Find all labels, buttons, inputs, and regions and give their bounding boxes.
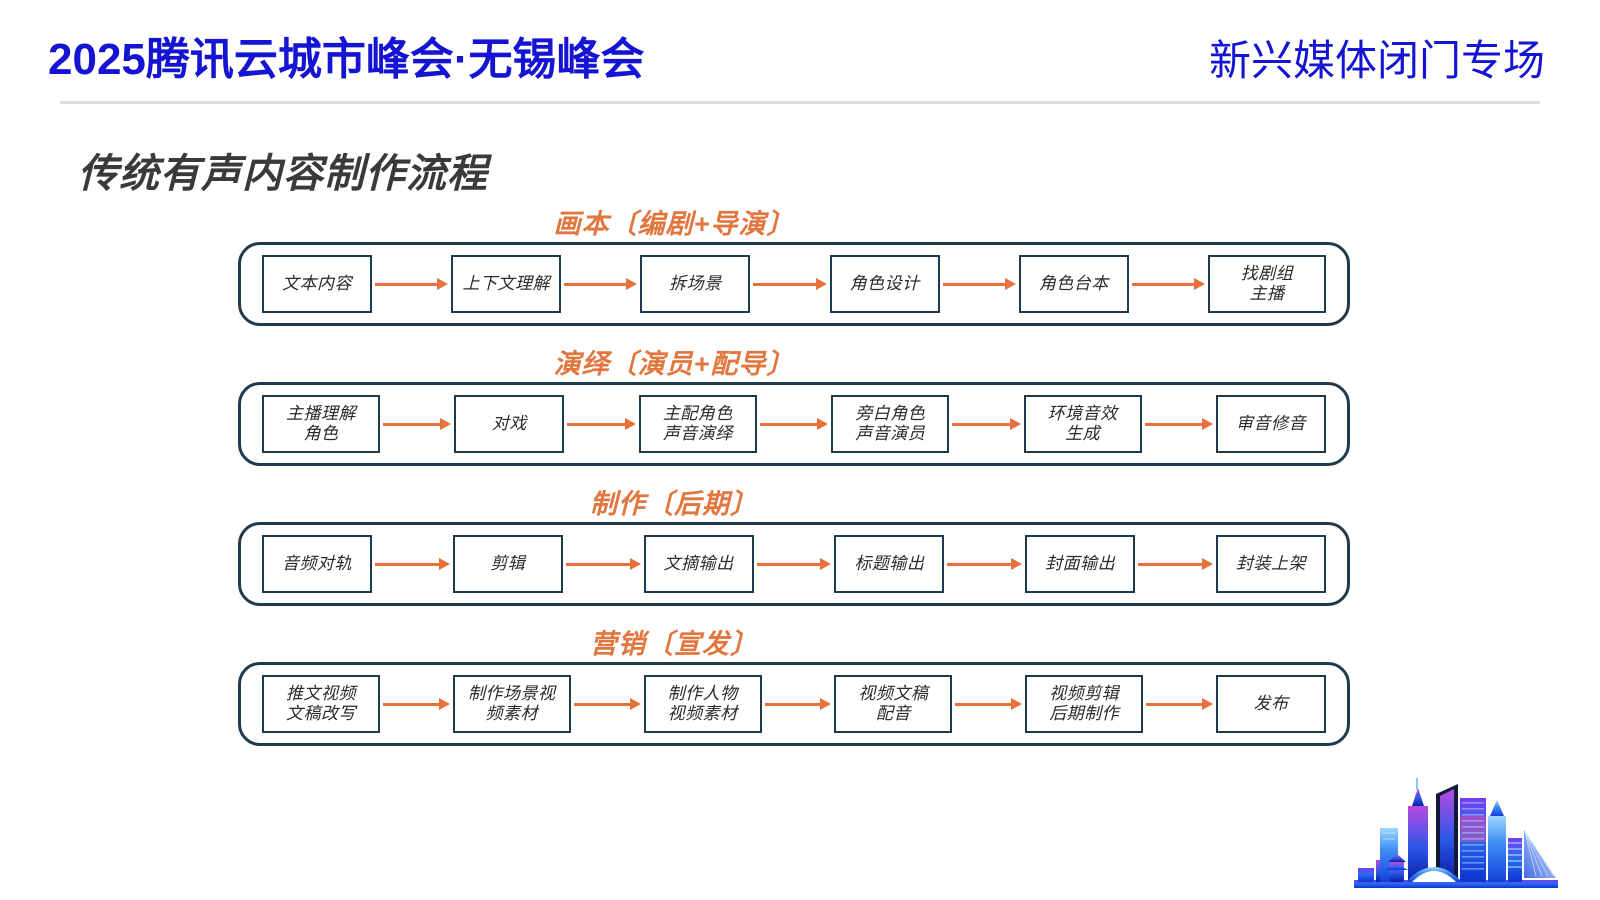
arrow-right-icon	[1144, 417, 1214, 431]
flow-step-box[interactable]: 视频文稿配音	[834, 675, 953, 733]
flow-stage: 营销〔宣发〕推文视频文稿改写 制作场景视频素材 制作人物视频素材 视频文稿配音 视频剪辑…	[0, 616, 1600, 756]
arrow-right-icon	[383, 417, 452, 431]
arrow-right-icon	[375, 277, 449, 291]
flow-stage: 画本〔编剧+导演〕文本内容 上下文理解 拆场景 角色设计 角色台本 找剧组主播	[0, 196, 1600, 336]
stage-steps: 音频对轨 剪辑 文摘输出 标题输出 封面输出 封装上架	[241, 535, 1347, 593]
arrow-right-icon	[942, 277, 1017, 291]
arrow-right-icon	[564, 277, 638, 291]
stage-steps: 文本内容 上下文理解 拆场景 角色设计 角色台本 找剧组主播	[241, 255, 1347, 313]
flow-step-box[interactable]: 审音修音	[1216, 395, 1327, 453]
slide-header: 2025腾讯云城市峰会·无锡峰会 新兴媒体闭门专场	[0, 0, 1600, 108]
arrow-right-icon	[1131, 277, 1206, 291]
arrow-right-icon	[756, 557, 832, 571]
flow-step-box[interactable]: 制作人物视频素材	[643, 675, 762, 733]
arrow-right-icon	[573, 697, 641, 711]
stage-label: 演绎〔演员+配导〕	[553, 349, 795, 379]
header-divider	[60, 101, 1540, 104]
arrow-right-icon	[764, 697, 832, 711]
flow-step-box[interactable]: 旁白角色声音演员	[831, 395, 950, 453]
flow-step-box[interactable]: 视频剪辑后期制作	[1025, 675, 1144, 733]
arrow-right-icon	[952, 417, 1022, 431]
flow-step-box[interactable]: 拆场景	[640, 255, 751, 313]
stage-label: 制作〔后期〕	[590, 489, 758, 519]
arrow-right-icon	[565, 557, 641, 571]
arrow-right-icon	[759, 417, 829, 431]
flow-step-box[interactable]: 推文视频文稿改写	[262, 675, 380, 733]
flow-step-box[interactable]: 角色设计	[829, 255, 940, 313]
flow-step-box[interactable]: 主配角色声音演绎	[638, 395, 757, 453]
arrow-right-icon	[955, 697, 1022, 711]
flow-step-box[interactable]: 上下文理解	[451, 255, 562, 313]
stage-steps: 推文视频文稿改写 制作场景视频素材 制作人物视频素材 视频文稿配音 视频剪辑后期制作 发布	[241, 675, 1347, 733]
page-title: 传统有声内容制作流程	[78, 152, 488, 196]
stage-label: 营销〔宣发〕	[590, 629, 758, 659]
arrow-right-icon	[947, 557, 1022, 571]
flow-step-box[interactable]: 音频对轨	[262, 535, 372, 593]
flow-step-box[interactable]: 封装上架	[1215, 535, 1326, 593]
arrow-right-icon	[1138, 557, 1213, 571]
flow-step-box[interactable]: 封面输出	[1025, 535, 1136, 593]
flow-step-box[interactable]: 剪辑	[452, 535, 563, 593]
arrow-right-icon	[375, 557, 450, 571]
stage-container: 推文视频文稿改写 制作场景视频素材 制作人物视频素材 视频文稿配音 视频剪辑后期制作 发布	[238, 662, 1350, 746]
flow-stage: 制作〔后期〕音频对轨 剪辑 文摘输出 标题输出 封面输出 封装上架	[0, 476, 1600, 616]
stage-container: 音频对轨 剪辑 文摘输出 标题输出 封面输出 封装上架	[238, 522, 1350, 606]
flow-step-box[interactable]: 主播理解角色	[262, 395, 380, 453]
flow-step-box[interactable]: 文摘输出	[643, 535, 754, 593]
stage-container: 主播理解角色 对戏 主配角色声音演绎 旁白角色声音演员 环境音效生成 审音修音	[238, 382, 1350, 466]
flow-step-box[interactable]: 标题输出	[834, 535, 945, 593]
flow-step-box[interactable]: 发布	[1215, 675, 1326, 733]
arrow-right-icon	[1146, 697, 1213, 711]
flow-stage: 演绎〔演员+配导〕主播理解角色 对戏 主配角色声音演绎 旁白角色声音演员 环境音效生成 审…	[0, 336, 1600, 476]
flow-step-box[interactable]: 找剧组主播	[1208, 255, 1327, 313]
header-title-right: 新兴媒体闭门专场	[1208, 37, 1545, 84]
wuxi-city-skyline-logo	[1354, 778, 1558, 888]
arrow-right-icon	[753, 277, 827, 291]
flow-step-box[interactable]: 对戏	[454, 395, 565, 453]
stage-steps: 主播理解角色 对戏 主配角色声音演绎 旁白角色声音演员 环境音效生成 审音修音	[241, 395, 1347, 453]
header-title-left: 2025腾讯云城市峰会·无锡峰会	[48, 35, 645, 84]
process-flow-diagram: 画本〔编剧+导演〕文本内容 上下文理解 拆场景 角色设计 角色台本 找剧组主播演绎〔演员+…	[0, 196, 1600, 776]
stage-label: 画本〔编剧+导演〕	[553, 209, 795, 239]
flow-step-box[interactable]: 环境音效生成	[1023, 395, 1142, 453]
arrow-right-icon	[383, 697, 450, 711]
flow-step-box[interactable]: 角色台本	[1018, 255, 1129, 313]
flow-step-box[interactable]: 制作场景视频素材	[452, 675, 571, 733]
stage-container: 文本内容 上下文理解 拆场景 角色设计 角色台本 找剧组主播	[238, 242, 1350, 326]
flow-step-box[interactable]: 文本内容	[262, 255, 372, 313]
arrow-right-icon	[567, 417, 637, 431]
